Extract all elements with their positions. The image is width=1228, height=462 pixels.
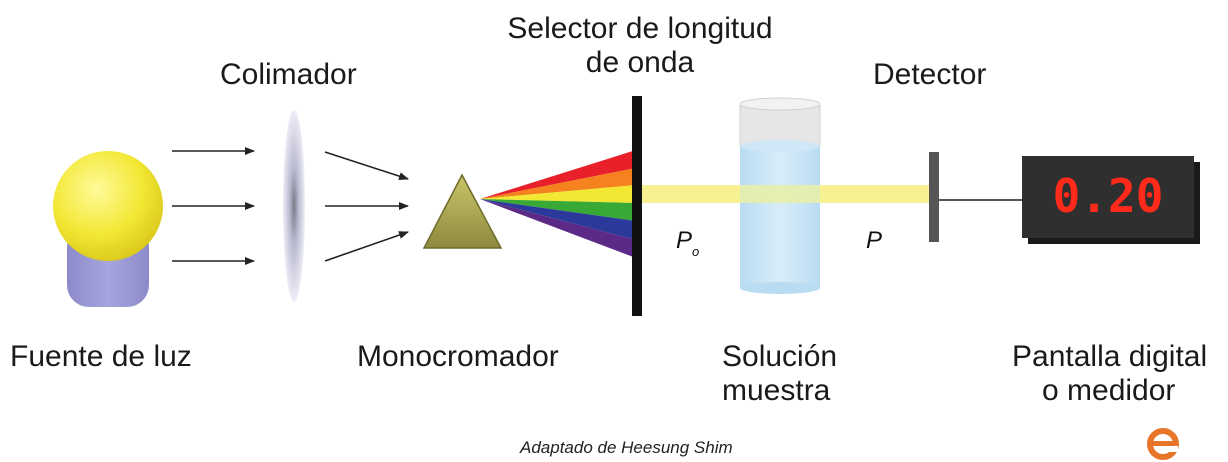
incident-power-label: Po [676, 227, 699, 259]
spectrum-red [480, 150, 636, 199]
spectrum-yellow [480, 185, 636, 203]
monochromator-label: Monocromador [357, 340, 559, 373]
digital-display-label-line2: o medidor [1042, 374, 1176, 407]
monochromator-prism [422, 173, 503, 249]
light-bulb [53, 151, 163, 261]
spectrum-orange [480, 168, 636, 199]
digital-meter: 0.20 [1022, 156, 1200, 244]
detector-label: Detector [873, 58, 987, 91]
wavelength-selector-label-line1: Selector de longitud [507, 12, 773, 45]
source-caption: Adaptado de Heesung Shim [520, 438, 733, 457]
brand-logo [1147, 428, 1179, 460]
logo-mark [1147, 428, 1179, 460]
solution-surface [740, 140, 820, 152]
spectrum-violet [480, 199, 636, 258]
light-source-label: Fuente de luz [10, 340, 192, 373]
cuvette-top [739, 103, 821, 147]
wavelength-selector-slit [632, 96, 642, 316]
cuvette-bottom [740, 282, 820, 294]
meter-display [1022, 156, 1194, 238]
dispersed-spectrum [480, 150, 636, 258]
meter-reading: 0.20 [1053, 169, 1164, 223]
wavelength-selector-label: Selector de longitud de onda [500, 12, 780, 80]
detector-plate [929, 152, 939, 242]
cuvette-rim [739, 97, 821, 111]
collimator-lens [283, 110, 305, 302]
light-source [53, 151, 163, 307]
sample-solution-label-line2: muestra [722, 374, 831, 407]
collimator-label: Colimador [220, 58, 357, 91]
light-arrow [324, 151, 409, 181]
incident-light-arrows [172, 147, 255, 265]
sample-cuvette [739, 97, 821, 294]
digital-display-label: Pantalla digital o medidor [1012, 340, 1207, 408]
wavelength-selector-label-line2: de onda [585, 46, 695, 79]
sample-solution-label: Solución muestra [722, 340, 837, 408]
light-arrow [324, 231, 409, 262]
logo-gap [1166, 446, 1178, 452]
sample-solution-label-line1: Solución [722, 340, 838, 373]
cuvette-solution [740, 146, 820, 288]
collimated-light-arrows [324, 151, 409, 262]
transmitted-power-label: P [866, 227, 882, 254]
beam-through-solution [740, 185, 820, 203]
digital-display-label-line1: Pantalla digital [1012, 340, 1208, 373]
logo-bar [1152, 441, 1174, 446]
